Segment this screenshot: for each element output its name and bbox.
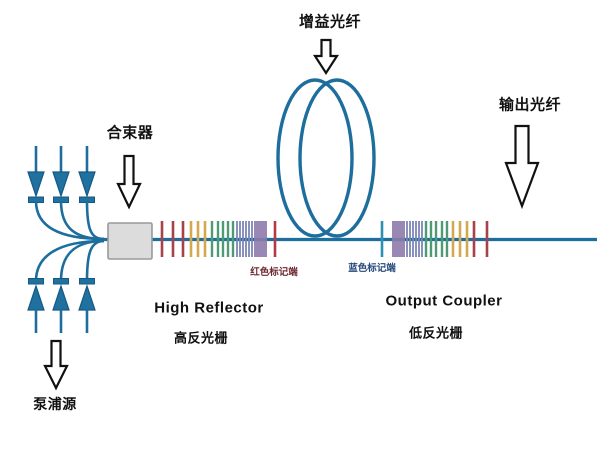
pump-diode-icon — [78, 284, 96, 311]
output-fiber-down-arrow-icon — [504, 124, 540, 210]
output-coupler-grating — [380, 221, 489, 257]
pump-fiber-curve — [34, 200, 105, 241]
pump-fiber-curve — [85, 239, 105, 282]
coil-loop — [276, 78, 354, 238]
pump-diodes-top — [27, 146, 105, 241]
grating-dense-block — [392, 221, 405, 257]
pump-diode-icon — [27, 171, 45, 198]
pump-diode-bar-icon — [79, 278, 95, 285]
gain-fiber-coil — [276, 78, 376, 238]
output-fiber-label: 输出光纤 — [498, 96, 562, 114]
pump-diode-icon — [78, 171, 96, 198]
combiner-down-arrow-icon — [116, 154, 142, 210]
combiner-box — [107, 222, 153, 260]
pump-diode-icon — [27, 284, 45, 311]
pump-source-label: 泵浦源 — [33, 396, 77, 412]
grating-dense-block — [254, 221, 267, 257]
pump-diode-icon — [52, 284, 70, 311]
coil-loop — [298, 78, 376, 238]
pump-diode-icon — [52, 171, 70, 198]
pump-fiber-curve — [85, 200, 105, 241]
high-reflector-label-zh: 高反光栅 — [173, 330, 229, 346]
red-mark-end-label: 红色标记端 — [250, 267, 298, 278]
pump-fiber-curve — [59, 200, 105, 241]
high-reflector-grating — [160, 221, 277, 257]
pump-fiber-curve — [59, 239, 105, 282]
gain-fiber-label: 增益光纤 — [298, 13, 362, 31]
pump-diodes-bottom — [27, 239, 105, 333]
pump-diode-bar-icon — [28, 278, 44, 285]
combiner-label: 合束器 — [106, 124, 154, 142]
pump-source-down-arrow-icon — [43, 339, 69, 391]
pump-diode-bar-icon — [53, 278, 69, 285]
blue-mark-end-label: 蓝色标记端 — [348, 263, 396, 274]
output-coupler-label-en: Output Coupler — [385, 292, 503, 310]
high-reflector-label-en: High Reflector — [154, 299, 264, 317]
gain-fiber-down-arrow-icon — [312, 38, 340, 76]
output-coupler-label-zh: 低反光栅 — [408, 325, 464, 341]
